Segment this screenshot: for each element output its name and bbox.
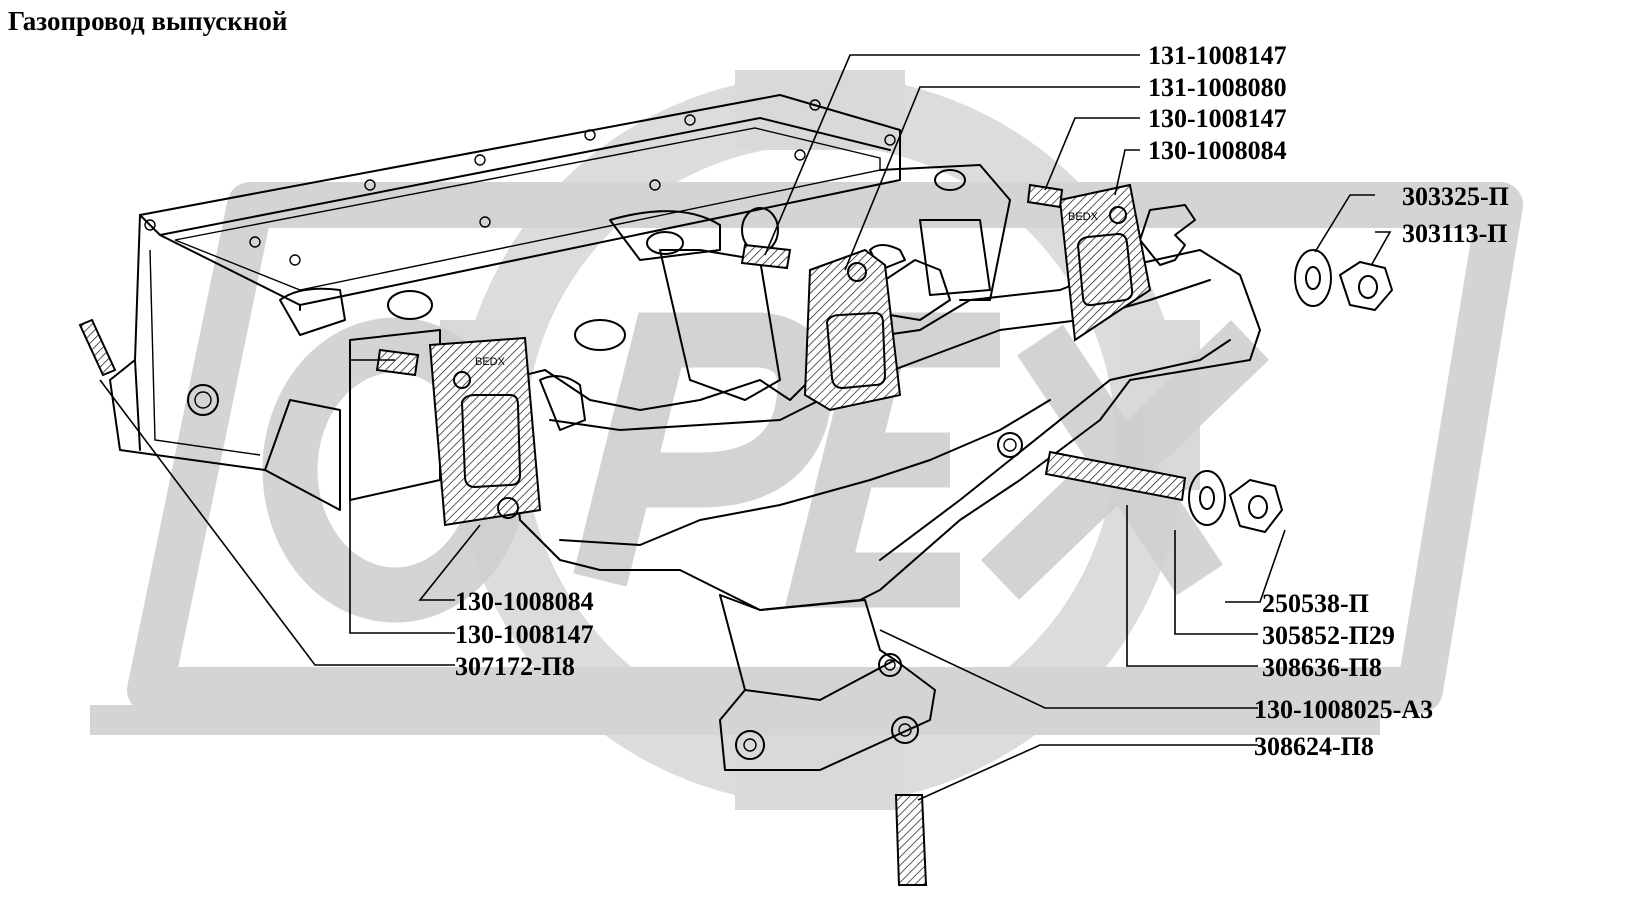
- part-label-305852-p29: 305852-П29: [1262, 621, 1395, 650]
- part-label-307172-p8: 307172-П8: [455, 652, 575, 681]
- washer-upper: [1294, 249, 1332, 307]
- part-label-308624-p8: 308624-П8: [1254, 732, 1374, 761]
- gasket-left-marking: BEDX: [475, 356, 506, 368]
- exhaust-manifold: [504, 204, 1261, 771]
- gasket-right-marking: BEDX: [1068, 211, 1099, 223]
- stud-middle: [740, 243, 792, 270]
- stud-vertical-bottom: [894, 794, 928, 886]
- part-label-130-1008147-top: 130-1008147: [1148, 104, 1287, 133]
- part-label-130-1008025-a3: 130-1008025-А3: [1254, 695, 1433, 724]
- part-label-130-1008084-bottom: 130-1008084: [455, 587, 594, 616]
- part-label-303325-p: 303325-П: [1402, 182, 1509, 211]
- stud-right: [1026, 183, 1064, 209]
- gasket-left: BEDX: [428, 336, 542, 527]
- part-labels: 131-1008147 131-1008080 130-1008147 130-…: [455, 41, 1509, 761]
- cylinder-head: [109, 94, 1011, 511]
- washer-lower: [1188, 470, 1226, 526]
- part-label-131-1008147: 131-1008147: [1148, 41, 1287, 70]
- head-bolt-holes: [144, 99, 896, 266]
- gasket-right: BEDX: [1058, 183, 1152, 342]
- leader-lines: [99, 54, 1392, 801]
- part-label-130-1008084-top: 130-1008084: [1148, 136, 1287, 165]
- part-label-130-1008147-bottom: 130-1008147: [455, 620, 594, 649]
- page-title: Газопровод выпускной: [8, 6, 288, 36]
- nut-lower: [1229, 479, 1283, 533]
- stud-left-edge: [78, 318, 117, 377]
- part-label-308636-p8: 308636-П8: [1262, 653, 1382, 682]
- nut-upper: [1339, 261, 1393, 311]
- gasket-middle: [803, 248, 902, 412]
- stud-left-head: [375, 348, 420, 377]
- stud-long: [1044, 450, 1187, 502]
- part-label-250538-p: 250538-П: [1262, 589, 1369, 618]
- fasteners: [78, 183, 1393, 886]
- part-label-303113-p: 303113-П: [1402, 219, 1507, 248]
- part-label-131-1008080: 131-1008080: [1148, 73, 1287, 102]
